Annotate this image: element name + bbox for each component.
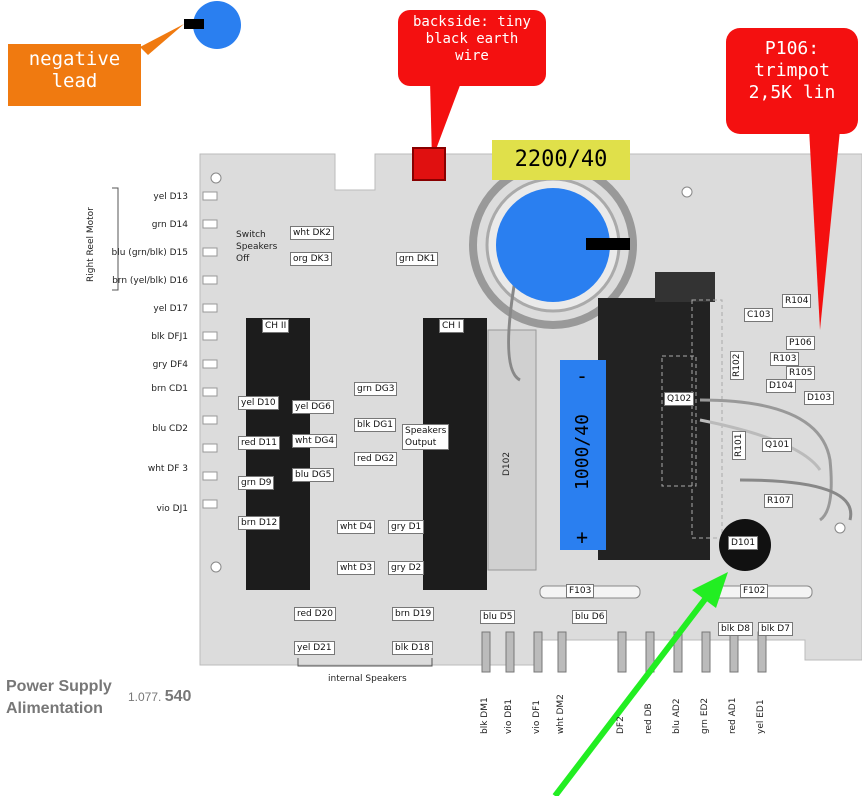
label-org-dk3: org DK3 [290,252,333,266]
bottom-pin-label: red DB [644,703,654,734]
green-arrow [552,588,715,796]
label-yel-dg6: yel DG6 [292,400,334,414]
capacitor-2200-label: 2200/40 [492,140,630,180]
capacitor-1000-marker [560,360,606,550]
label-brn-d12: brn D12 [238,516,281,530]
heatsink-ch2 [246,318,310,590]
bottom-pin-label: blu AD2 [672,698,682,734]
label-f103: F103 [566,584,595,598]
internal-speakers-bracket [297,658,433,667]
label-r105: R105 [786,366,816,380]
backside-callout: backside: tiny black earth wire [398,10,546,86]
left-pin-label: vio DJ1 [156,504,188,514]
switch-speakers-off-label: Switch Speakers Off [236,230,278,264]
label-blk-d8: blk D8 [718,622,753,636]
left-pin-label: gry DF4 [152,360,188,370]
label-red-dg2: red DG2 [354,452,398,466]
left-pin-label: blk DFJ1 [151,332,188,342]
left-pin-label: brn (yel/blk) D16 [112,276,188,286]
label-blu-d6: blu D6 [572,610,608,624]
bottom-pin-label: vio DB1 [504,698,514,734]
label-r107: R107 [764,494,794,508]
bottom-pin-label: grn ED2 [700,697,710,734]
capacitor-minus-sign: - [575,364,589,388]
left-pin-label: grn D14 [151,220,188,230]
left-pin-label: blu CD2 [152,424,188,434]
label-d104: D104 [766,379,797,393]
label-blu-dg5: blu DG5 [292,468,335,482]
bottom-pin-label: yel ED1 [756,699,766,734]
label-gry-d1: gry D1 [388,520,425,534]
label-blk-d7: blk D7 [758,622,793,636]
mounting-holes [210,172,846,573]
title-alimentation: Alimentation [6,700,103,717]
label-wht-d4: wht D4 [337,520,376,534]
label-yel-d10: yel D10 [238,396,279,410]
part-prefix: 1.077. [128,690,162,704]
label-c103: C103 [744,308,774,322]
backside-marker [412,147,446,181]
label-blk-dg1: blk DG1 [354,418,396,432]
right-reel-bracket [112,187,119,291]
label-grn-d9: grn D9 [238,476,275,490]
label-d102: D102 [502,451,512,476]
left-pin-label: yel D17 [153,304,188,314]
label-grn-dk1: grn DK1 [396,252,439,266]
negative-lead-callout: negative lead [8,44,141,106]
main-regulator-block [598,298,710,560]
label-yel-d21: yel D21 [294,641,335,655]
left-edge-pins [202,191,218,509]
wire-loop [507,279,521,382]
label-ch2: CH II [262,319,290,333]
p106-callout: P106: trimpot 2,5K lin [726,28,858,134]
label-wht-dk2: wht DK2 [290,226,335,240]
label-grn-dg3: grn DG3 [354,382,398,396]
label-r101: R101 [732,430,746,460]
bottom-pin-label: vio DF1 [532,699,542,734]
label-gry-d2: gry D2 [388,561,425,575]
negative-lead-marker [193,1,241,49]
label-speakers-output: Speakers Output [402,424,450,450]
label-blu-d5: blu D5 [480,610,516,624]
label-d103: D103 [804,391,835,405]
bottom-pin-label: blk DM1 [480,697,490,734]
right-reel-motor-label: Right Reel Motor [86,207,96,282]
capacitor-1000-label: 1000/40 [572,414,593,490]
part-number: 1.077. 540 [128,688,191,706]
left-pin-label: yel D13 [153,192,188,202]
label-r102: R102 [730,350,744,380]
label-q101: Q101 [762,438,793,452]
label-q102: Q102 [664,392,695,406]
bottom-pin-label: red AD1 [728,697,738,734]
label-red-d11: red D11 [238,436,280,450]
capacitor-plus-sign: + [575,525,589,549]
label-ch1: CH I [439,319,464,333]
label-d101: D101 [728,536,759,550]
label-f102: F102 [740,584,769,598]
heatsink-ch1 [423,318,487,590]
label-brn-d19: brn D19 [392,607,435,621]
label-blk-d18: blk D18 [392,641,433,655]
label-wht-dg4: wht DG4 [292,434,338,448]
label-p106: P106 [786,336,815,350]
left-pin-label: blu (grn/blk) D15 [111,248,188,258]
left-pin-label: wht DF 3 [147,464,188,474]
capacitor-2200-marker [496,188,610,302]
bottom-pin-label: wht DM2 [556,694,566,734]
label-red-d20: red D20 [294,607,336,621]
part-num: 540 [164,688,192,705]
internal-speakers-label: internal Speakers [328,674,407,684]
label-wht-d3: wht D3 [337,561,376,575]
label-r104: R104 [782,294,812,308]
bottom-pin-label: DF2 [616,716,626,734]
left-pin-label: brn CD1 [151,384,188,394]
label-r103: R103 [770,352,800,366]
title-power-supply: Power Supply [6,678,112,695]
